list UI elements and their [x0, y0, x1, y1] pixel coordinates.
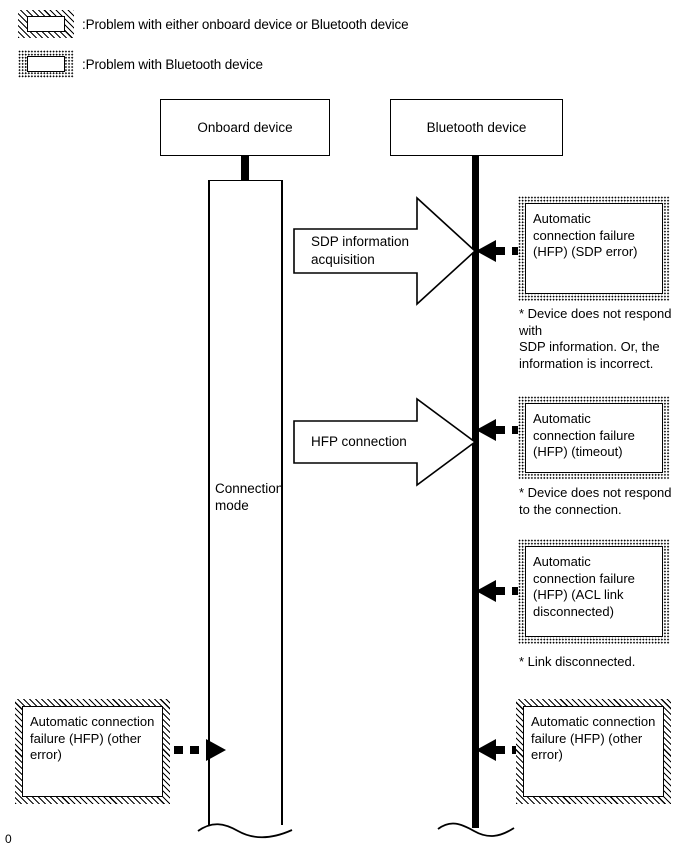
message-arrow-hfp-connection: HFP connection: [293, 397, 477, 487]
connection-mode-column: [208, 180, 283, 825]
error-box-other-error-onboard-text: Automatic connection failure (HFP) (othe…: [22, 706, 163, 797]
hatched-box-icon: [18, 10, 74, 38]
hatched-box-inner: [27, 16, 65, 32]
dotted-box-icon: [18, 50, 74, 78]
error-box-hfp-timeout-text: Automatic connection failure (HFP) (time…: [525, 403, 663, 473]
error-box-other-error-bluetooth-text: Automatic connection failure (HFP) (othe…: [523, 706, 664, 797]
note-acl-link-disconnected: * Link disconnected.: [519, 654, 636, 669]
note-sdp-error: * Device does not respond with SDP infor…: [519, 306, 672, 371]
error-box-hfp-timeout: Automatic connection failure (HFP) (time…: [518, 396, 670, 480]
error-box-other-error-onboard: Automatic connection failure (HFP) (othe…: [15, 699, 170, 804]
bluetooth-device-title: Bluetooth device: [426, 120, 527, 135]
dotted-box-inner: [27, 56, 65, 72]
error-box-acl-link-disconnected: Automatic connection failure (HFP) (ACL …: [518, 539, 670, 644]
bluetooth-lifeline-break-wave: [436, 815, 520, 845]
legend-item-either-device: :Problem with either onboard device or B…: [18, 10, 409, 38]
onboard-column-break-wave: [196, 815, 296, 845]
legend-item-bluetooth-device: :Problem with Bluetooth device: [18, 50, 263, 78]
message-label-hfp: HFP connection: [311, 434, 407, 449]
error-box-sdp-error-text: Automatic connection failure (HFP) (SDP …: [525, 203, 663, 294]
error-box-other-error-bluetooth: Automatic connection failure (HFP) (othe…: [516, 699, 671, 804]
legend-label-bluetooth-device: :Problem with Bluetooth device: [82, 56, 263, 72]
error-box-acl-link-disconnected-text: Automatic connection failure (HFP) (ACL …: [525, 546, 663, 637]
legend-label-either-device: :Problem with either onboard device or B…: [82, 16, 409, 32]
bluetooth-lifeline: [472, 180, 479, 828]
error-box-sdp-error: Automatic connection failure (HFP) (SDP …: [518, 196, 670, 301]
corner-mark: 0: [5, 832, 12, 846]
onboard-device-header: Onboard device: [160, 99, 330, 156]
dashed-arrow-sdp-error: [476, 238, 532, 264]
note-hfp-timeout: * Device does not respond to the connect…: [519, 485, 672, 517]
dashed-arrow-other-error-onboard: [172, 737, 228, 763]
bluetooth-device-header: Bluetooth device: [390, 99, 563, 156]
bluetooth-stub-connector: [472, 156, 479, 180]
dashed-arrow-acl-link-disconnected: [476, 578, 532, 604]
dashed-arrow-hfp-timeout: [476, 417, 532, 443]
onboard-stub-connector: [241, 156, 249, 180]
dashed-arrow-other-error-bluetooth: [476, 737, 532, 763]
onboard-device-title: Onboard device: [197, 120, 293, 135]
